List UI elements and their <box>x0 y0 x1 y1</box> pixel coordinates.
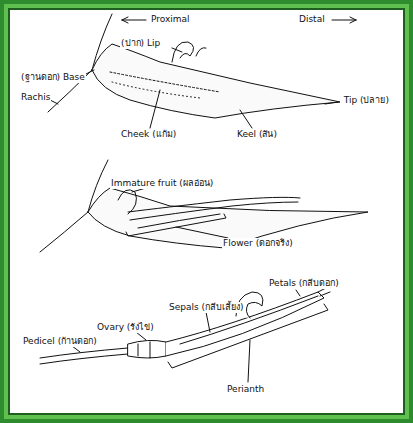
direction-label: Distal <box>298 14 326 25</box>
part-label: Perianth <box>226 384 265 395</box>
flower-body <box>130 202 298 220</box>
leader-line <box>325 102 338 104</box>
immature-fruit <box>118 190 136 214</box>
perianth-tip <box>318 288 330 296</box>
bract-shading <box>110 72 220 92</box>
part-label: Immature fruit (ผลอ่อน) <box>110 178 214 189</box>
perianth-bracket <box>168 304 328 368</box>
part-label: Ovary (รังไข่) <box>96 322 155 333</box>
flower-tip <box>196 48 206 56</box>
leader-line <box>240 110 252 128</box>
part-label: Flower (ดอกจริง) <box>222 238 294 249</box>
leader-line <box>248 340 250 382</box>
perianth <box>166 292 324 356</box>
part-label: Tip (ปลาย) <box>343 95 390 106</box>
leader-line <box>296 290 300 296</box>
bract-upper <box>92 44 340 118</box>
flower-curl <box>172 42 194 62</box>
frame-bevel <box>4 4 409 419</box>
part-label: (ฐานดอก) Base <box>20 72 86 83</box>
part-label: Cheek (แก้ม) <box>120 129 177 140</box>
bract-lower <box>88 188 368 248</box>
bract-shading <box>112 82 200 98</box>
distal-arrow <box>332 17 356 23</box>
flower-body <box>128 197 300 212</box>
part-label: Rachis <box>20 92 51 103</box>
leader-line <box>136 332 146 340</box>
pedicel <box>40 348 128 364</box>
frame-inner <box>8 8 405 415</box>
part-label: Sepals (กลีบเลี้ยง) <box>168 302 245 313</box>
leader-line <box>176 227 228 238</box>
flower-bracket <box>126 214 226 236</box>
ovary-lines <box>138 342 150 358</box>
part-label: Petals (กลีบดอก) <box>268 278 340 289</box>
part-label: Keel (สัน) <box>236 129 278 140</box>
part-label: Pedicel (ก้านดอก) <box>22 336 98 347</box>
panel <box>10 10 403 413</box>
direction-label: Proximal <box>150 14 191 25</box>
leader-line <box>172 48 182 52</box>
part-label: (ปาก) Lip <box>120 38 161 49</box>
leader-line <box>206 312 210 332</box>
ovary <box>128 340 166 358</box>
leader-line <box>150 90 160 128</box>
proximal-arrow <box>122 17 146 23</box>
